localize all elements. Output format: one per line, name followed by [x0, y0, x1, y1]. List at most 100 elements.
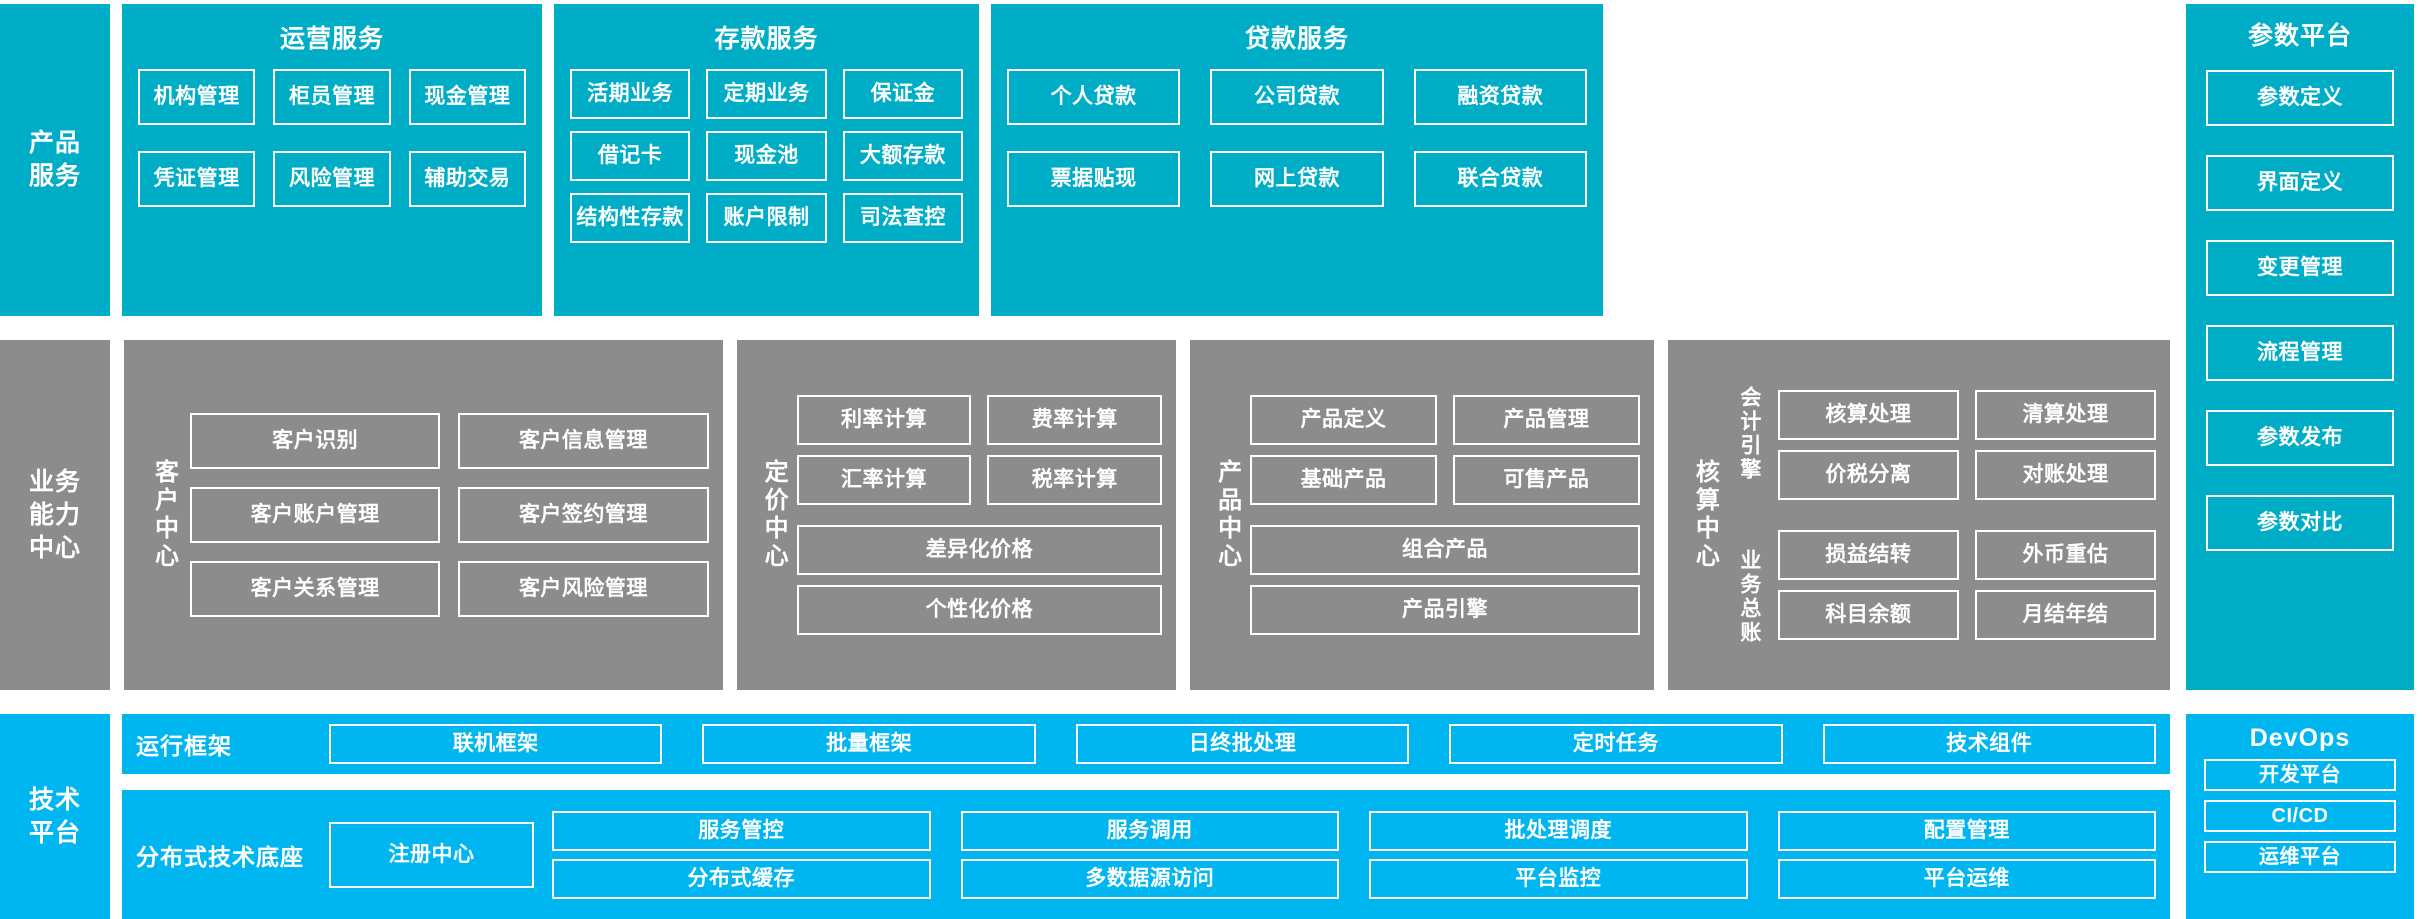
cell-deposit-7[interactable]: 账户限制	[706, 193, 827, 243]
cell-deposit-3[interactable]: 借记卡	[570, 131, 691, 181]
cell-pricing-1[interactable]: 费率计算	[987, 395, 1163, 445]
cell-runtime-0[interactable]: 联机框架	[329, 724, 663, 764]
cell-pricing-wide-1[interactable]: 个性化价格	[796, 585, 1163, 635]
cell-param-4[interactable]: 参数发布	[2206, 410, 2394, 466]
cell-param-5[interactable]: 参数对比	[2206, 495, 2394, 551]
cell-pricing-2[interactable]: 汇率计算	[796, 455, 972, 505]
cell-operation-1[interactable]: 柜员管理	[273, 69, 391, 125]
cell-runtime-1[interactable]: 批量框架	[702, 724, 1036, 764]
cell-loan-5[interactable]: 联合贷款	[1413, 151, 1587, 207]
cell-loan-2[interactable]: 融资贷款	[1413, 69, 1587, 125]
cell-distributed-7[interactable]: 平台运维	[1777, 858, 2156, 899]
cell-distributed-2[interactable]: 批处理调度	[1369, 810, 1748, 851]
tech-row-label-distributed: 分布式技术底座	[136, 843, 304, 870]
center-label-accounting: 核算中心	[1691, 459, 1719, 571]
cell-distributed-5[interactable]: 多数据源访问	[960, 858, 1339, 899]
side-label-product-services: 产品 服务	[0, 4, 110, 316]
sub-label-accounting-engine: 会计引擎	[1737, 385, 1761, 482]
cell-customer-2[interactable]: 客户账户管理	[190, 487, 441, 543]
center-accounting: 核算中心 会计引擎 业务总账 核算处理 清算处理 价税分离 对账处理 损益结转 …	[1667, 340, 2171, 690]
product-cell-grid: 产品定义 产品管理 基础产品 可售产品	[1250, 395, 1640, 505]
cell-distributed-0[interactable]: 服务管控	[552, 810, 931, 851]
group-loan-services: 贷款服务 个人贷款 公司贷款 融资贷款 票据贴现 网上贷款 联合贷款	[991, 4, 1603, 316]
group-title-devops: DevOps	[2249, 724, 2351, 752]
accounting-top-grid: 核算处理 清算处理 价税分离 对账处理	[1777, 390, 2157, 500]
cell-operation-4[interactable]: 风险管理	[273, 151, 391, 207]
row-business-capability: 业务 能力 中心 客户中心 客户识别 客户信息管理 客户账户管理 客户签约管理 …	[0, 340, 2171, 690]
cell-customer-5[interactable]: 客户风险管理	[458, 561, 709, 617]
cell-deposit-0[interactable]: 活期业务	[570, 69, 691, 119]
parameter-cell-grid: 参数定义 界面定义 变更管理 流程管理 参数发布 参数对比	[2206, 70, 2394, 551]
cell-accounting-1[interactable]: 清算处理	[1974, 390, 2157, 440]
cell-product-wide-0[interactable]: 组合产品	[1250, 525, 1640, 575]
cell-pricing-0[interactable]: 利率计算	[796, 395, 972, 445]
group-title-loan: 贷款服务	[1244, 25, 1349, 53]
cell-operation-2[interactable]: 现金管理	[408, 69, 526, 125]
devops-cell-grid: 开发平台 CI/CD 运维平台	[2204, 759, 2396, 873]
cell-deposit-6[interactable]: 结构性存款	[570, 193, 691, 243]
cell-deposit-5[interactable]: 大额存款	[842, 131, 963, 181]
cell-loan-1[interactable]: 公司贷款	[1210, 69, 1384, 125]
cell-accounting-5[interactable]: 外币重估	[1974, 530, 2157, 580]
cell-devops-2[interactable]: 运维平台	[2204, 841, 2396, 873]
group-devops: DevOps 开发平台 CI/CD 运维平台	[2186, 714, 2414, 919]
cell-product-0[interactable]: 产品定义	[1250, 395, 1437, 445]
cell-distributed-1[interactable]: 服务调用	[960, 810, 1339, 851]
cell-deposit-1[interactable]: 定期业务	[706, 69, 827, 119]
center-label-product: 产品中心	[1213, 459, 1241, 571]
cell-loan-4[interactable]: 网上贷款	[1210, 151, 1384, 207]
cell-param-0[interactable]: 参数定义	[2206, 70, 2394, 126]
cell-accounting-2[interactable]: 价税分离	[1777, 450, 1959, 500]
group-operation-services: 运营服务 机构管理 柜员管理 现金管理 凭证管理 风险管理 辅助交易	[122, 4, 542, 316]
cell-param-1[interactable]: 界面定义	[2206, 155, 2394, 211]
cell-runtime-2[interactable]: 日终批处理	[1075, 724, 1410, 764]
runtime-cell-grid: 联机框架 批量框架 日终批处理 定时任务 技术组件	[329, 724, 2156, 764]
cell-customer-0[interactable]: 客户识别	[190, 413, 441, 469]
cell-customer-4[interactable]: 客户关系管理	[190, 561, 441, 617]
cell-product-wide-1[interactable]: 产品引擎	[1250, 585, 1640, 635]
cell-distributed-6[interactable]: 平台监控	[1369, 858, 1748, 899]
center-customer: 客户中心 客户识别 客户信息管理 客户账户管理 客户签约管理 客户关系管理 客户…	[124, 340, 723, 690]
cell-runtime-4[interactable]: 技术组件	[1822, 724, 2156, 764]
cell-accounting-7[interactable]: 月结年结	[1974, 590, 2157, 640]
cell-deposit-2[interactable]: 保证金	[842, 69, 963, 119]
cell-distributed-3[interactable]: 配置管理	[1777, 810, 2156, 851]
cell-loan-0[interactable]: 个人贷款	[1007, 69, 1181, 125]
cell-operation-5[interactable]: 辅助交易	[408, 151, 526, 207]
cell-deposit-4[interactable]: 现金池	[706, 131, 827, 181]
cell-operation-0[interactable]: 机构管理	[138, 69, 256, 125]
distributed-cell-grid: 服务管控 服务调用 批处理调度 配置管理 分布式缓存 多数据源访问 平台监控 平…	[552, 810, 2156, 899]
cell-devops-1[interactable]: CI/CD	[2204, 800, 2396, 832]
cell-product-3[interactable]: 可售产品	[1452, 455, 1640, 505]
cell-param-3[interactable]: 流程管理	[2206, 325, 2394, 381]
tech-row-distributed-base: 分布式技术底座 注册中心 服务管控 服务调用 批处理调度 配置管理 分布式缓存 …	[122, 790, 2170, 919]
center-label-customer: 客户中心	[150, 459, 178, 571]
row-product-services: 产品 服务 运营服务 机构管理 柜员管理 现金管理 凭证管理 风险管理 辅助交易…	[0, 4, 2423, 316]
pricing-wide-grid: 差异化价格 个性化价格	[796, 525, 1163, 635]
cell-product-2[interactable]: 基础产品	[1250, 455, 1437, 505]
cell-accounting-0[interactable]: 核算处理	[1777, 390, 1959, 440]
product-wide-grid: 组合产品 产品引擎	[1250, 525, 1640, 635]
cell-customer-3[interactable]: 客户签约管理	[458, 487, 709, 543]
cell-devops-0[interactable]: 开发平台	[2204, 759, 2396, 791]
cell-accounting-3[interactable]: 对账处理	[1974, 450, 2157, 500]
cell-product-1[interactable]: 产品管理	[1452, 395, 1640, 445]
cell-accounting-4[interactable]: 损益结转	[1777, 530, 1959, 580]
cell-loan-3[interactable]: 票据贴现	[1007, 151, 1181, 207]
cell-param-2[interactable]: 变更管理	[2206, 240, 2394, 296]
cell-accounting-6[interactable]: 科目余额	[1777, 590, 1959, 640]
cell-pricing-3[interactable]: 税率计算	[987, 455, 1163, 505]
cell-deposit-8[interactable]: 司法查控	[842, 193, 963, 243]
cell-customer-1[interactable]: 客户信息管理	[458, 413, 709, 469]
accounting-bottom-grid: 损益结转 外币重估 科目余额 月结年结	[1777, 530, 2157, 640]
cell-register-center[interactable]: 注册中心	[329, 821, 534, 888]
cell-pricing-wide-0[interactable]: 差异化价格	[796, 525, 1163, 575]
center-pricing: 定价中心 利率计算 费率计算 汇率计算 税率计算 差异化价格 个性化价格	[736, 340, 1177, 690]
cell-distributed-4[interactable]: 分布式缓存	[552, 858, 931, 899]
cell-operation-3[interactable]: 凭证管理	[138, 151, 256, 207]
sub-label-general-ledger: 业务总账	[1737, 548, 1761, 645]
loan-cell-grid: 个人贷款 公司贷款 融资贷款 票据贴现 网上贷款 联合贷款	[1007, 69, 1587, 207]
cell-runtime-3[interactable]: 定时任务	[1449, 724, 1783, 764]
pricing-cell-grid: 利率计算 费率计算 汇率计算 税率计算	[796, 395, 1163, 505]
